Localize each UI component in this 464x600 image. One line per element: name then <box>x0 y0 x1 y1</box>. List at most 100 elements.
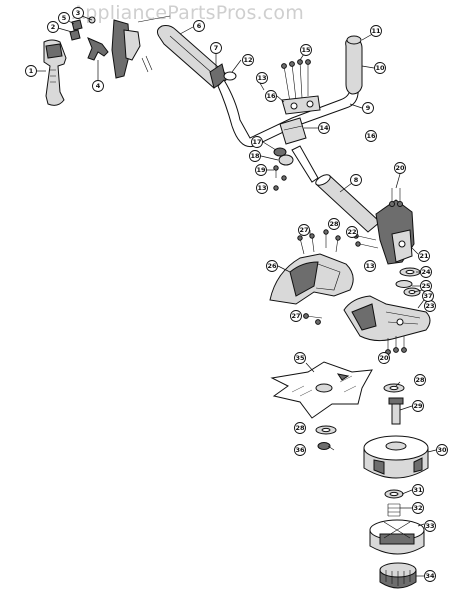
callout-1: 1 <box>25 65 37 77</box>
callout-34: 34 <box>424 570 436 582</box>
svg-text:15: 15 <box>301 46 311 54</box>
svg-text:33: 33 <box>425 522 434 530</box>
callout-2: 2 <box>47 21 59 33</box>
svg-text:3: 3 <box>76 9 81 17</box>
callout-20: 20 <box>394 162 406 174</box>
callout-36: 36 <box>294 444 306 456</box>
svg-text:28: 28 <box>295 424 305 432</box>
svg-text:12: 12 <box>243 56 252 64</box>
callout-25: 25 <box>420 280 432 292</box>
leader-lines <box>37 15 437 577</box>
svg-text:27: 27 <box>299 226 308 234</box>
svg-text:16: 16 <box>266 92 276 100</box>
part-small-fittings <box>69 16 96 41</box>
callout-35: 35 <box>294 352 306 364</box>
svg-text:31: 31 <box>413 486 423 494</box>
callout-29: 29 <box>412 400 424 412</box>
part-lower-clamp <box>279 117 307 145</box>
part-guard-screws <box>303 313 323 325</box>
callout-6: 6 <box>193 20 205 32</box>
svg-text:29: 29 <box>413 402 423 410</box>
svg-text:16: 16 <box>366 132 376 140</box>
svg-text:21: 21 <box>419 252 429 260</box>
svg-text:22: 22 <box>347 228 356 236</box>
part-spring-retainer <box>384 489 404 517</box>
callout-21: 21 <box>418 250 430 262</box>
svg-text:11: 11 <box>371 27 381 35</box>
svg-text:28: 28 <box>329 220 339 228</box>
part-handle-clamp <box>281 95 321 115</box>
callout-24: 24 <box>420 266 432 278</box>
callout-30: 30 <box>436 444 448 456</box>
svg-text:24: 24 <box>421 268 431 276</box>
svg-text:30: 30 <box>437 446 447 454</box>
part-right-grip <box>345 35 363 95</box>
part-trigger <box>87 37 109 61</box>
callout-19: 19 <box>255 164 267 176</box>
svg-text:26: 26 <box>267 262 277 270</box>
part-blade-washers <box>315 383 405 450</box>
callout-27-b: 27 <box>290 310 302 322</box>
svg-text:20: 20 <box>379 354 389 362</box>
callout-5: 5 <box>58 12 70 24</box>
svg-text:14: 14 <box>319 124 329 132</box>
svg-text:20: 20 <box>395 164 405 172</box>
svg-text:13: 13 <box>365 262 374 270</box>
callout-28: 28 <box>328 218 340 230</box>
callout-16: 16 <box>265 90 277 102</box>
callout-4: 4 <box>92 80 104 92</box>
svg-text:7: 7 <box>214 44 219 52</box>
callout-16-b: 16 <box>365 130 377 142</box>
part-gear-head <box>375 188 415 265</box>
part-handle-bolts <box>281 59 311 103</box>
callout-13-c: 13 <box>364 260 376 272</box>
svg-text:35: 35 <box>295 354 305 362</box>
callout-28-b: 28 <box>414 374 426 386</box>
svg-text:36: 36 <box>295 446 305 454</box>
part-clamp-fasteners <box>273 147 294 191</box>
part-line-spool <box>369 519 425 555</box>
callout-37: 37 <box>422 290 434 302</box>
callout-11: 11 <box>370 25 382 37</box>
callout-33: 33 <box>424 520 436 532</box>
callout-8: 8 <box>350 174 362 186</box>
svg-text:8: 8 <box>354 176 359 184</box>
svg-text:32: 32 <box>413 504 422 512</box>
svg-text:19: 19 <box>256 166 266 174</box>
callout-12: 12 <box>242 54 254 66</box>
part-drive-shaft <box>291 145 381 233</box>
callout-26: 26 <box>266 260 278 272</box>
svg-text:23: 23 <box>425 302 434 310</box>
part-gearhead-washers <box>395 267 421 297</box>
svg-text:13: 13 <box>257 184 266 192</box>
callout-31: 31 <box>412 484 424 496</box>
callout-23: 23 <box>424 300 436 312</box>
svg-text:18: 18 <box>250 152 260 160</box>
part-throttle-handle <box>43 39 67 106</box>
part-trimmer-guard <box>343 295 431 342</box>
svg-text:25: 25 <box>421 282 431 290</box>
part-blade <box>270 361 373 419</box>
svg-text:5: 5 <box>62 14 67 22</box>
callout-7: 7 <box>210 42 222 54</box>
callout-28-c: 28 <box>294 422 306 434</box>
svg-text:1: 1 <box>29 67 34 75</box>
part-trimmer-bolt <box>388 397 404 425</box>
part-blade-guard <box>269 229 354 305</box>
callout-14: 14 <box>318 122 330 134</box>
svg-text:17: 17 <box>252 138 261 146</box>
callout-17: 17 <box>251 136 263 148</box>
svg-text:2: 2 <box>51 23 56 31</box>
svg-text:4: 4 <box>96 82 101 90</box>
part-throttle-housing <box>111 15 171 79</box>
callout-10: 10 <box>374 62 386 74</box>
svg-text:10: 10 <box>375 64 385 72</box>
svg-text:34: 34 <box>425 572 435 580</box>
svg-text:13: 13 <box>257 74 266 82</box>
svg-text:37: 37 <box>423 292 432 300</box>
callout-3: 3 <box>72 7 84 19</box>
svg-text:28: 28 <box>415 376 425 384</box>
callout-32: 32 <box>412 502 424 514</box>
